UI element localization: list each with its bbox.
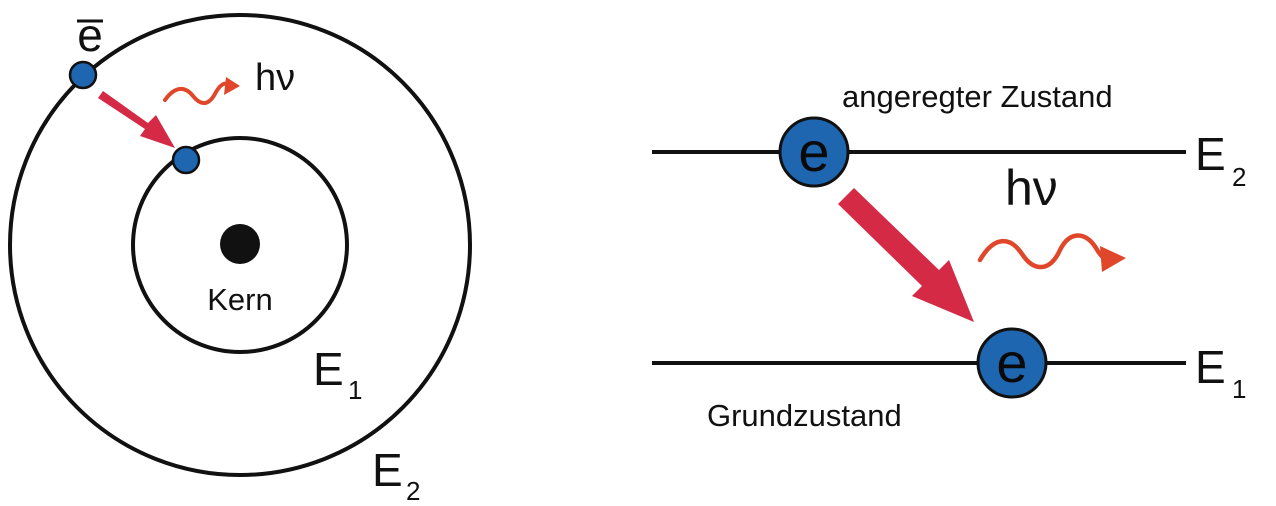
electron-outer — [68, 60, 98, 90]
inner-orbit-label: E 1 — [313, 343, 362, 405]
inner-orbit-E1 — [131, 136, 349, 354]
svg-text:2: 2 — [1232, 162, 1246, 192]
svg-text:e: e — [996, 331, 1027, 394]
svg-text:e: e — [798, 120, 829, 183]
upper-level-label: E 2 — [1195, 128, 1246, 192]
energy-level-scheme: angeregter Zustand Grundzustand E 2 E 1 … — [652, 79, 1246, 433]
ground-state-label: Grundzustand — [707, 398, 902, 433]
electron-label: e — [77, 9, 103, 61]
nucleus — [220, 224, 260, 264]
svg-text:1: 1 — [1232, 374, 1246, 404]
orbit-model: Kern e hν E 1 E 2 — [8, 9, 472, 506]
excited-state-label: angeregter Zustand — [842, 79, 1113, 114]
transition-arrow-right — [838, 188, 974, 322]
svg-text:E: E — [1195, 341, 1226, 393]
photon-wave-left — [163, 77, 240, 105]
svg-text:E: E — [372, 444, 403, 496]
outer-orbit-E2 — [8, 13, 472, 477]
lower-level-label: E 1 — [1195, 341, 1246, 404]
electron-inner — [171, 145, 201, 175]
transition-arrow-left — [98, 91, 175, 148]
svg-text:E: E — [313, 343, 344, 395]
svg-text:1: 1 — [348, 375, 362, 405]
photon-label-right: hν — [1005, 160, 1058, 216]
photon-label-left: hν — [255, 57, 295, 99]
nucleus-label: Kern — [207, 282, 272, 317]
photon-wave-right — [977, 233, 1126, 272]
electron-ground: e — [976, 327, 1048, 399]
svg-text:2: 2 — [406, 476, 420, 506]
electron-excited: e — [778, 116, 850, 188]
outer-orbit-label: E 2 — [372, 444, 420, 506]
svg-text:E: E — [1195, 128, 1226, 180]
